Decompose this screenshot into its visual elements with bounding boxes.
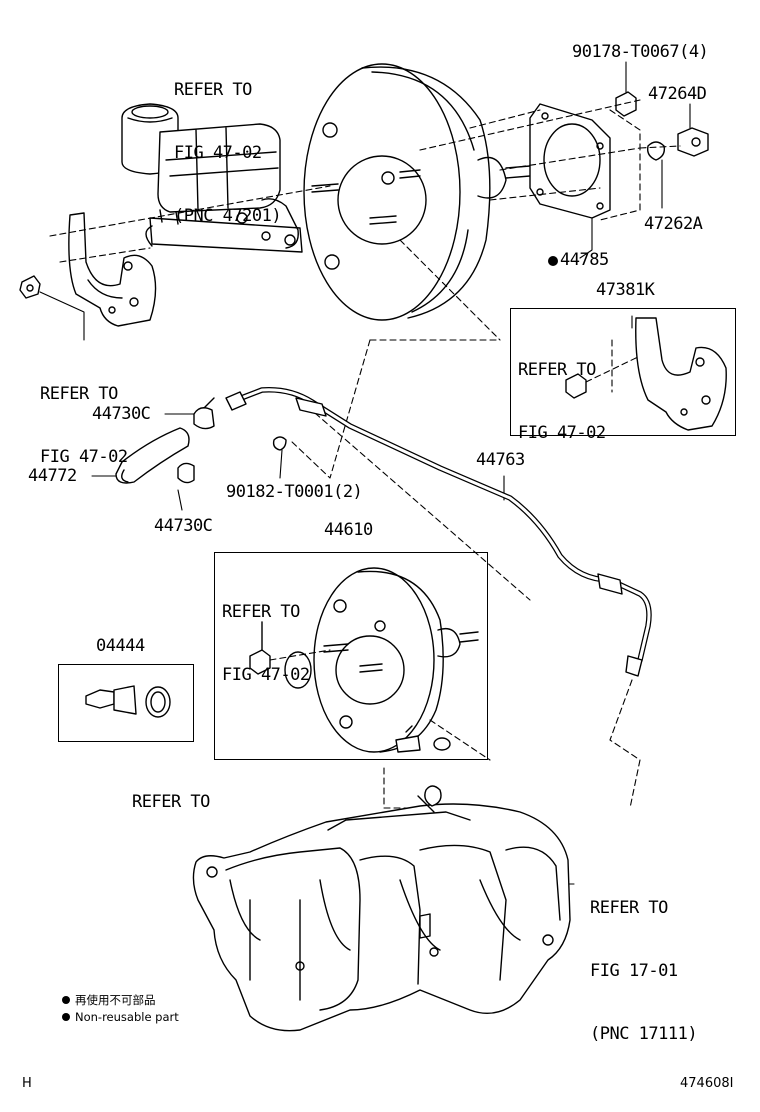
- callout-refer-booster-box[interactable]: REFER TO FIG 47-02: [222, 602, 310, 685]
- left-bracket: [68, 212, 157, 327]
- legend-dot: [62, 996, 70, 1004]
- callout-47381K[interactable]: 47381K: [596, 280, 655, 300]
- clamp-44730C-top: [193, 407, 215, 430]
- callout-47262A[interactable]: 47262A: [644, 214, 703, 234]
- callout-refer-master-cylinder[interactable]: REFER TO FIG 47-02 (PNC 47201): [174, 80, 282, 226]
- kit-04444: [85, 685, 171, 718]
- bracket-47381K: [565, 317, 727, 431]
- clip-90182: [272, 436, 287, 451]
- non-reusable-dot: [548, 256, 558, 266]
- callout-90182-T0001[interactable]: 90182-T0001(2): [226, 482, 363, 502]
- callout-refer-bracket-left[interactable]: REFER TO FIG 47-02: [40, 384, 128, 467]
- callout-44785[interactable]: 44785: [548, 250, 609, 271]
- booster-assembly-44610: [249, 567, 479, 753]
- callout-90178-T0067[interactable]: 90178-T0067(4): [572, 42, 709, 62]
- vacuum-hose-44763: [225, 387, 652, 677]
- booster-gasket: [529, 103, 611, 219]
- spacer-47264D: [677, 127, 709, 157]
- bracket-nut: [19, 275, 41, 299]
- brake-booster-main: [303, 63, 531, 321]
- callout-04444[interactable]: 04444: [96, 636, 145, 656]
- washer-47262A: [646, 141, 666, 161]
- callout-refer-manifold[interactable]: REFER TO FIG 17-01 (PNC 17111): [590, 898, 698, 1044]
- callout-44730C-top[interactable]: 44730C: [92, 404, 151, 424]
- callout-44772[interactable]: 44772: [28, 466, 77, 486]
- box-44610-detail: [214, 552, 488, 760]
- intake-manifold: [192, 785, 571, 1032]
- callout-refer-bracket-box[interactable]: REFER TO FIG 47-02: [518, 360, 606, 443]
- nut-90178: [615, 91, 637, 117]
- hose-44772: [115, 427, 190, 484]
- callout-44763[interactable]: 44763: [476, 450, 525, 470]
- legend-dot: [62, 1013, 70, 1021]
- callout-44610[interactable]: 44610: [324, 520, 373, 540]
- callout-refer-to-plain[interactable]: REFER TO: [132, 792, 210, 812]
- legend-item-en: Non-reusable part: [62, 1010, 179, 1024]
- footer-left-code: H: [22, 1076, 32, 1091]
- callout-47264D[interactable]: 47264D: [648, 84, 707, 104]
- box-47381K-detail: [510, 308, 736, 436]
- master-cylinder: [121, 103, 303, 253]
- clamp-44730C-bottom: [177, 462, 195, 484]
- callout-44730C-bottom[interactable]: 44730C: [154, 516, 213, 536]
- figure-id: 474608I: [680, 1076, 734, 1091]
- legend-item-jp: 再使用不可部品: [62, 992, 156, 1008]
- box-04444-detail: [58, 664, 194, 742]
- leader-lines: [39, 61, 691, 885]
